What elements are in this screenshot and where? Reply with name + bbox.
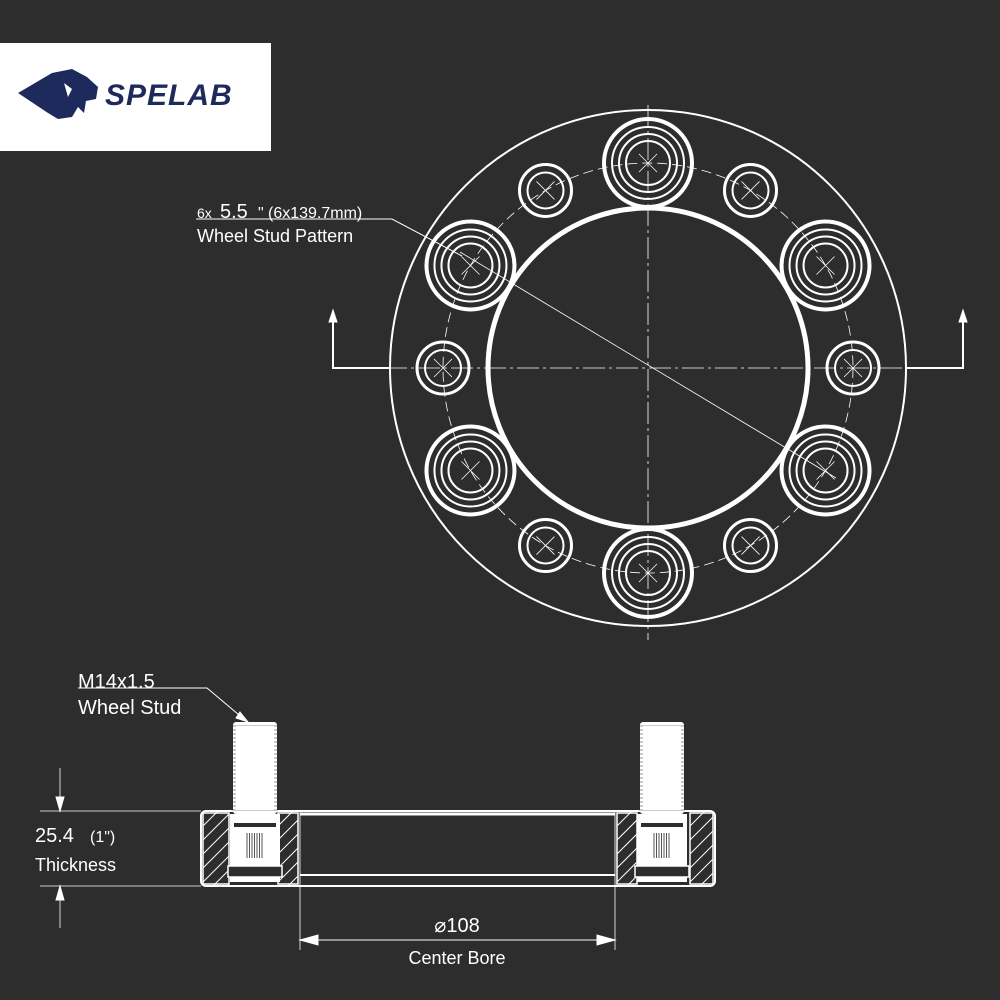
panther-logo-icon — [18, 69, 98, 119]
stud-caption: Wheel Stud — [78, 697, 181, 719]
pattern-count: 6x — [197, 205, 212, 221]
pattern-inches: 5.5 — [220, 201, 248, 223]
bore-caption: Center Bore — [408, 948, 505, 968]
stud-hole — [602, 527, 694, 619]
pattern-metric: (6x139.7mm) — [268, 205, 362, 222]
lug-hole — [518, 518, 573, 574]
stud-hole — [424, 219, 517, 312]
pcd-leader — [459, 251, 837, 479]
section-marker-right — [906, 312, 964, 369]
front-view — [196, 105, 968, 640]
lug-hole — [825, 340, 881, 396]
lug-hole — [723, 518, 778, 574]
lug-hole — [415, 340, 471, 396]
thickness-caption: Thickness — [35, 855, 116, 875]
pattern-caption: Wheel Stud Pattern — [197, 226, 353, 246]
stud-hole — [779, 219, 872, 312]
section-arrow-left — [328, 308, 338, 323]
stud-hole — [602, 117, 694, 209]
wheel-stud — [634, 722, 690, 882]
bore-value: ⌀108 — [434, 915, 479, 937]
brand-name: SPELAB — [105, 79, 233, 112]
stud-leader — [78, 687, 246, 721]
thickness-value: 25.4 — [35, 825, 74, 847]
pattern-leader — [196, 218, 463, 257]
thickness-inches: (1") — [90, 829, 115, 846]
lug-hole — [723, 162, 778, 218]
section-marker-left — [332, 312, 390, 369]
stud-hole — [779, 424, 872, 517]
wheel-stud — [227, 722, 283, 882]
stud-spec: M14x1.5 — [78, 671, 155, 693]
side-view — [40, 687, 716, 950]
section-arrow-right — [958, 308, 968, 323]
pattern-inch-mark: " — [258, 205, 264, 222]
lug-hole — [518, 162, 573, 218]
spacer-body — [200, 810, 716, 887]
brand-logo: SPELAB — [0, 43, 271, 151]
stud-hole — [424, 424, 517, 517]
